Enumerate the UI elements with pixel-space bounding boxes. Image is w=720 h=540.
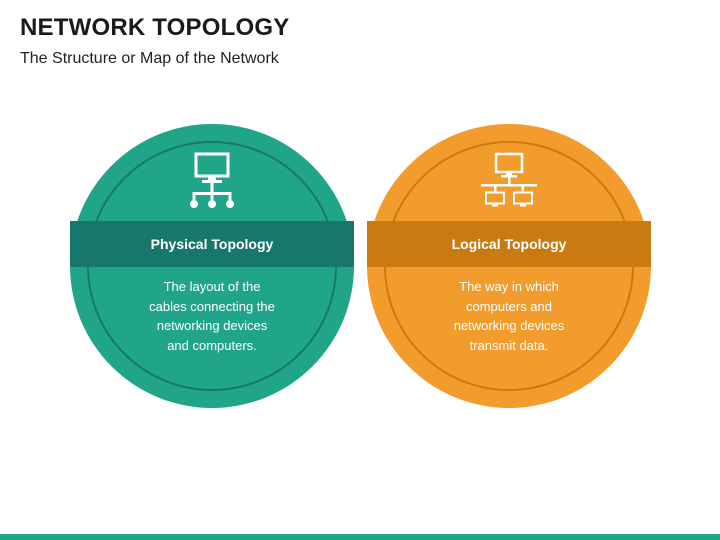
description-line: networking devices — [156, 318, 268, 333]
logical-topology-band: Logical Topology — [367, 221, 651, 267]
description-line: computers and — [466, 298, 552, 314]
description-line: networking devices — [453, 318, 565, 333]
page-subtitle: The Structure or Map of the Network — [20, 50, 279, 67]
description-line: The layout of the — [163, 279, 261, 294]
description-line: cables connecting the — [149, 298, 275, 314]
description-line: The way in which — [459, 279, 559, 294]
footer-accent-bar — [0, 534, 720, 540]
physical-topology-band: Physical Topology — [70, 221, 354, 267]
description-line: and computers. — [167, 337, 257, 353]
logical-topology-description: The way in which computers and networkin… — [424, 277, 594, 355]
computer-network-icon — [190, 152, 234, 208]
physical-topology-description: The layout of the cables connecting the … — [127, 277, 297, 355]
logical-topology-title: Logical Topology — [451, 236, 567, 252]
computer-lan-icon — [481, 152, 537, 207]
description-line: transmit data. — [469, 337, 549, 353]
page-title: NETWORK TOPOLOGY — [20, 14, 290, 41]
physical-topology-title: Physical Topology — [150, 236, 274, 252]
